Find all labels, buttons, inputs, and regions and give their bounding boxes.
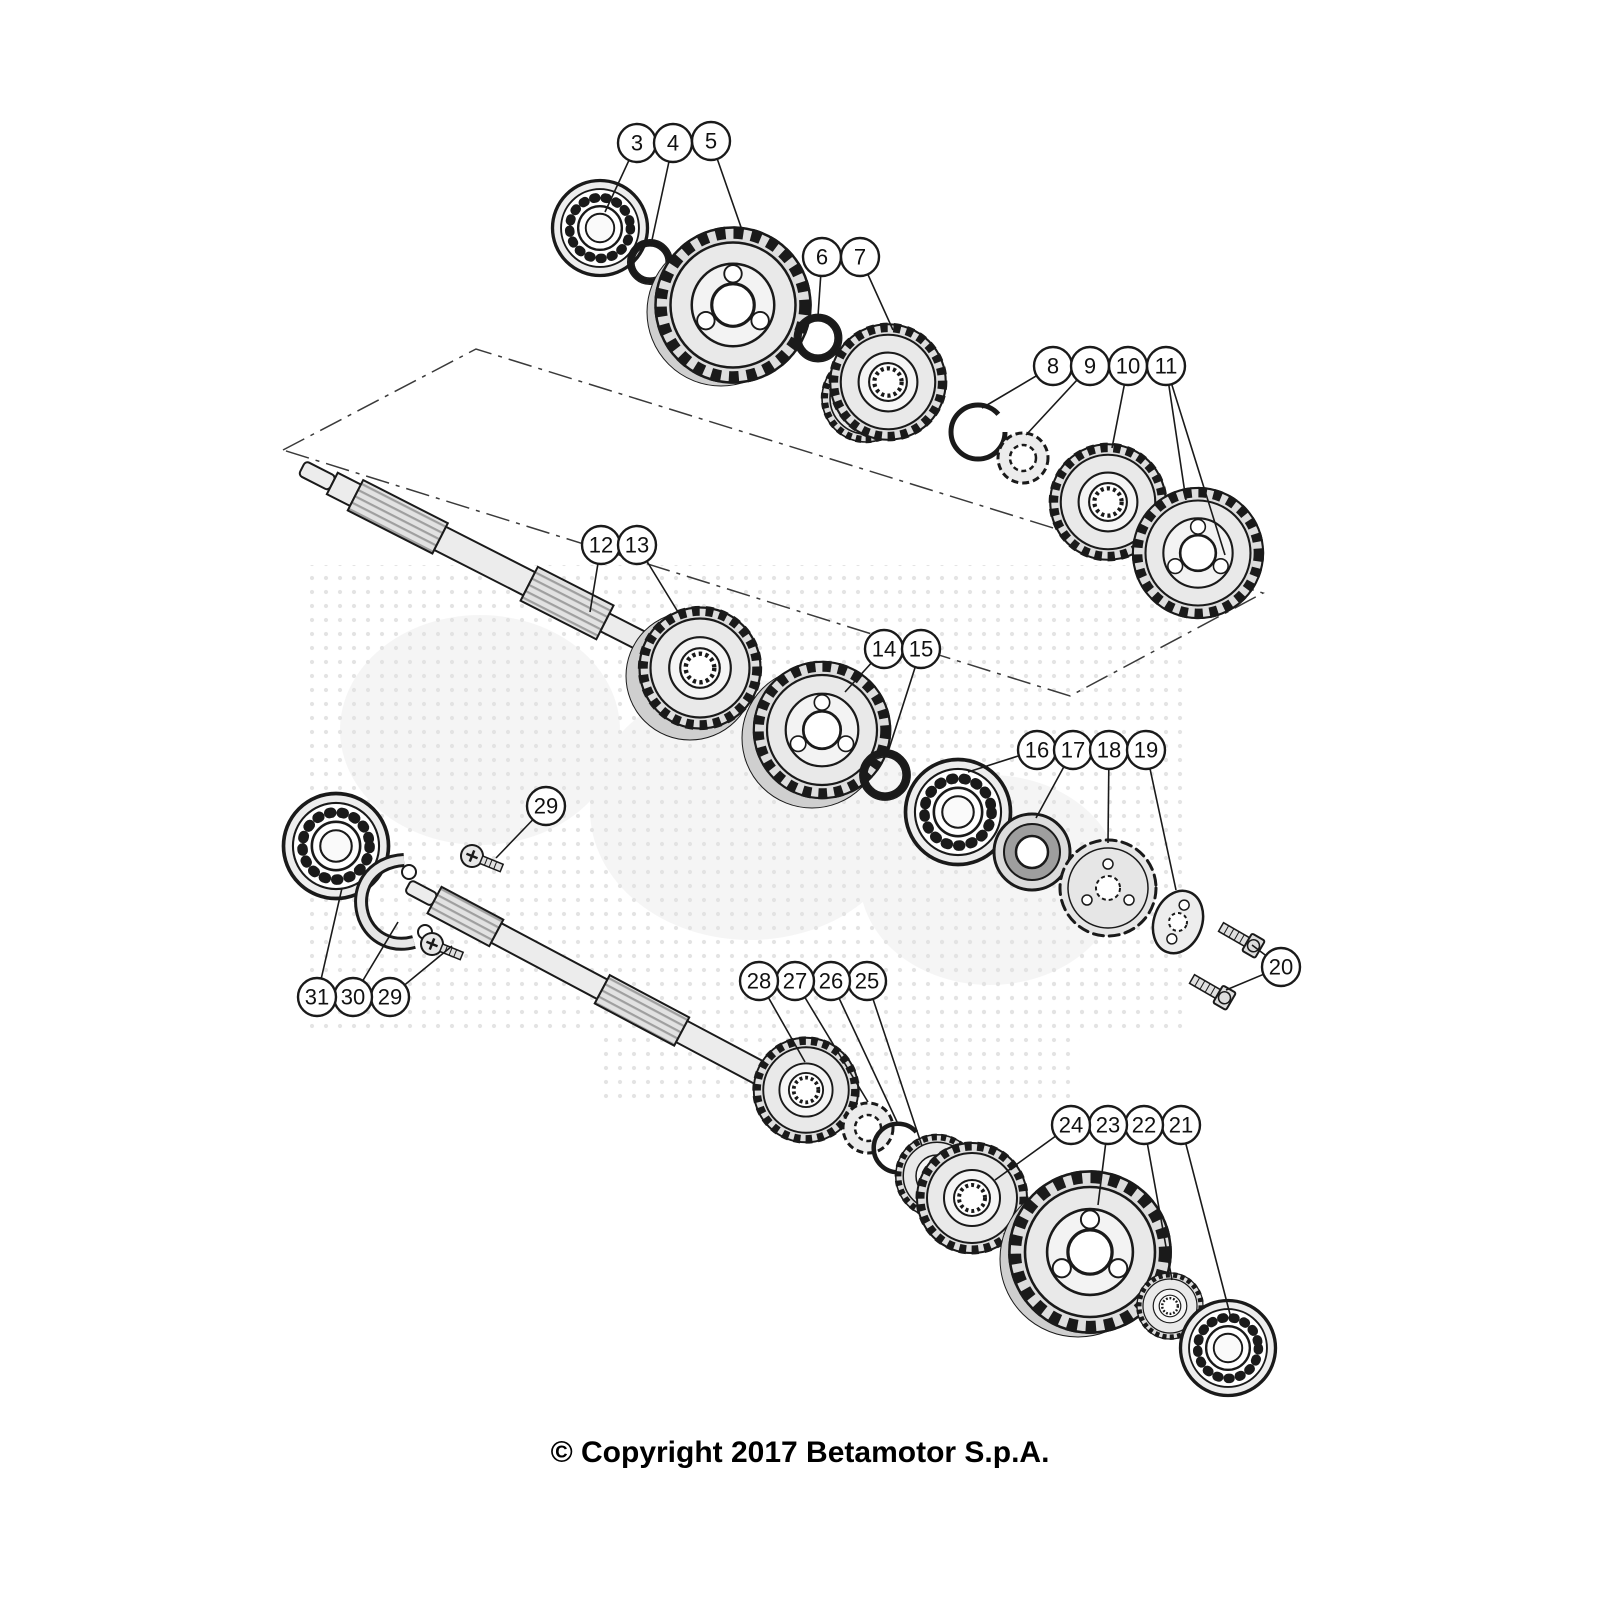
callout-26: 26 <box>810 960 899 1125</box>
svg-text:27: 27 <box>783 969 807 994</box>
svg-text:31: 31 <box>305 985 329 1010</box>
svg-text:20: 20 <box>1269 955 1293 980</box>
bolt-20a <box>1215 917 1266 960</box>
callout-20: 20 <box>1225 944 1302 991</box>
callout-30: 30 <box>332 921 399 1018</box>
svg-text:19: 19 <box>1134 738 1158 763</box>
svg-text:15: 15 <box>909 637 933 662</box>
svg-text:26: 26 <box>819 969 843 994</box>
callout-22: 22 <box>1123 1104 1173 1281</box>
shift-fork-30 <box>354 853 433 951</box>
sprocket-18 <box>1058 838 1158 938</box>
callout-8: 8 <box>981 345 1074 409</box>
svg-text:12: 12 <box>589 533 613 558</box>
bolt-20b <box>1186 969 1237 1012</box>
svg-text:4: 4 <box>667 131 679 156</box>
svg-text:16: 16 <box>1025 738 1049 763</box>
gear-11 <box>1133 488 1263 618</box>
callout-13: 13 <box>616 524 679 613</box>
svg-text:21: 21 <box>1169 1113 1193 1138</box>
callout-24: 24 <box>994 1104 1092 1181</box>
output-shaft <box>405 880 782 1091</box>
svg-text:6: 6 <box>816 245 828 270</box>
svg-text:5: 5 <box>705 129 717 154</box>
callout-7: 7 <box>839 236 894 331</box>
callout-23: 23 <box>1087 1104 1129 1206</box>
svg-text:17: 17 <box>1061 738 1085 763</box>
svg-text:7: 7 <box>854 245 866 270</box>
gear-7 <box>830 324 946 440</box>
callout-21: 21 <box>1160 1104 1233 1323</box>
callout-18: 18 <box>1088 729 1130 844</box>
svg-text:18: 18 <box>1097 738 1121 763</box>
callout-14: 14 <box>844 628 905 693</box>
svg-text:30: 30 <box>341 985 365 1010</box>
svg-text:3: 3 <box>631 131 643 156</box>
callout-27: 27 <box>774 960 869 1103</box>
gear-13 <box>640 608 761 729</box>
svg-text:14: 14 <box>872 637 896 662</box>
callout-15: 15 <box>887 628 942 753</box>
svg-text:23: 23 <box>1096 1113 1120 1138</box>
svg-text:10: 10 <box>1116 354 1140 379</box>
circlip-8 <box>951 405 1005 459</box>
callout-6: 6 <box>801 236 843 317</box>
svg-text:29: 29 <box>534 794 558 819</box>
splined-washer-9 <box>996 431 1050 485</box>
callout-31: 31 <box>296 887 343 1018</box>
svg-text:22: 22 <box>1132 1113 1156 1138</box>
callout-5: 5 <box>690 120 743 231</box>
construction-box <box>281 348 1265 697</box>
bearing-21 <box>1181 1301 1276 1396</box>
input-shaft-assembly <box>298 181 1263 659</box>
svg-text:28: 28 <box>747 969 771 994</box>
svg-text:11: 11 <box>1155 354 1178 379</box>
callout-17: 17 <box>1035 729 1094 819</box>
callout-29: 29 <box>495 785 567 859</box>
output-shaft-assembly <box>284 794 1276 1396</box>
copyright-text: © Copyright 2017 Betamotor S.p.A. <box>550 1436 1050 1469</box>
svg-text:24: 24 <box>1059 1113 1083 1138</box>
callout-19: 19 <box>1125 729 1177 891</box>
svg-text:13: 13 <box>625 533 649 558</box>
callout-3: 3 <box>604 122 658 213</box>
svg-text:9: 9 <box>1084 354 1096 379</box>
callout-4: 4 <box>651 122 694 241</box>
gear-5 <box>656 228 811 383</box>
spacer-bushing-6 <box>794 314 842 362</box>
gear-14 <box>754 662 890 798</box>
svg-text:8: 8 <box>1047 354 1059 379</box>
callout-10: 10 <box>1107 345 1149 449</box>
middle-gear-group <box>625 608 1266 1012</box>
callout-29: 29 <box>369 945 453 1018</box>
callout-11: 11 <box>1145 345 1226 556</box>
oil-seal-17 <box>992 812 1072 892</box>
callout-28: 28 <box>738 960 806 1063</box>
svg-text:25: 25 <box>855 969 879 994</box>
svg-text:29: 29 <box>378 985 402 1010</box>
input-shaft <box>298 461 667 659</box>
